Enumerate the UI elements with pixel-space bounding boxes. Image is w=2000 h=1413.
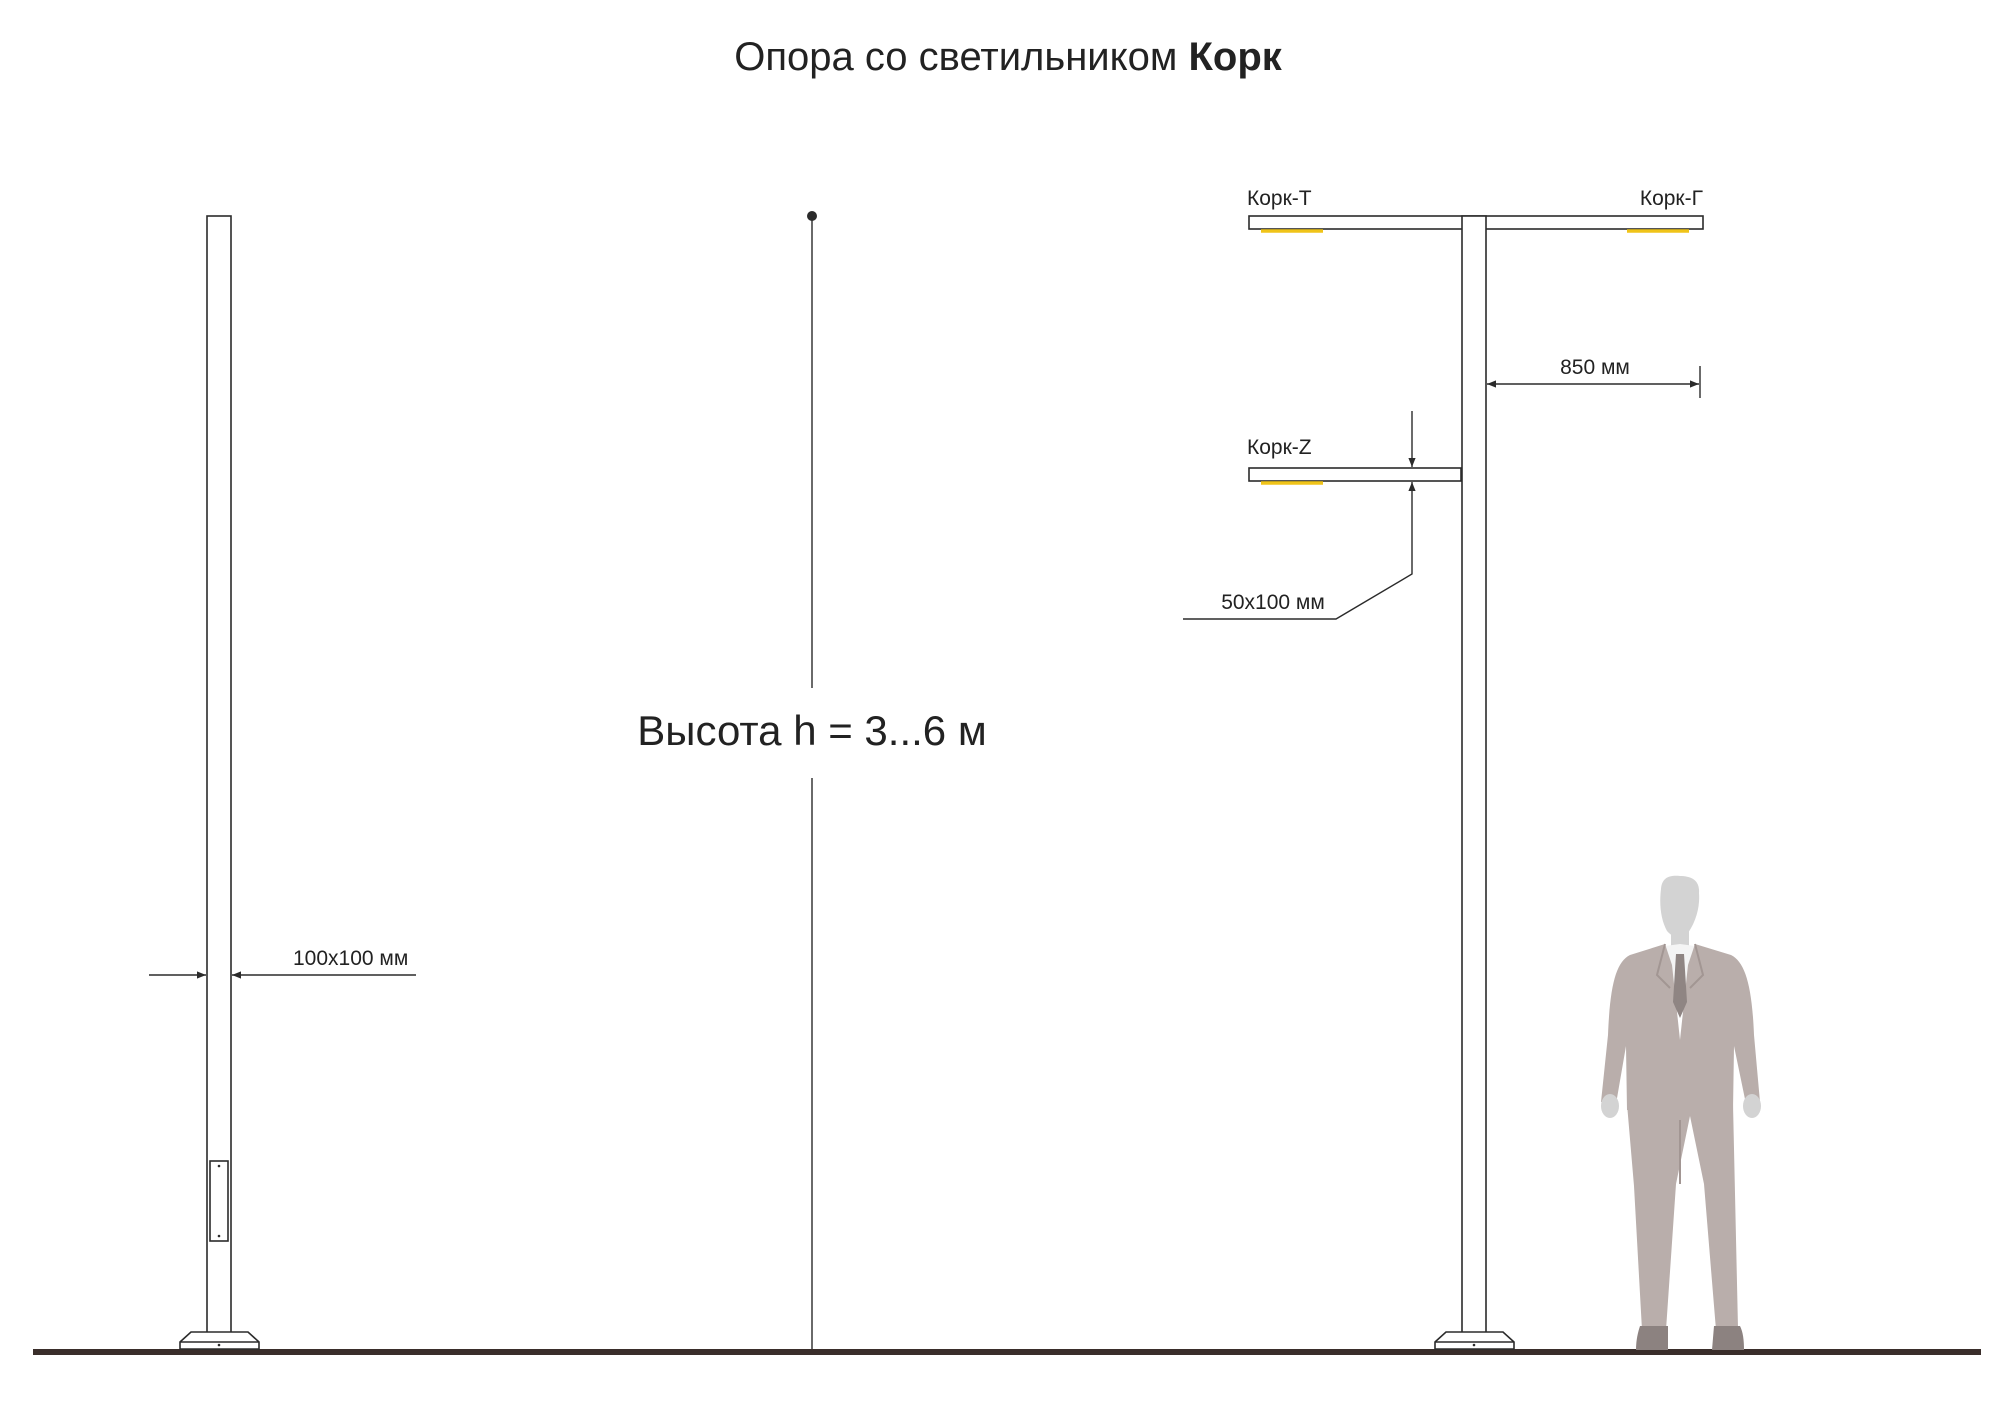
title-product: Корк xyxy=(1188,35,1282,79)
pole-base xyxy=(179,1331,260,1350)
middle-arm xyxy=(1248,467,1462,482)
height-indicator: Высота h = 3...6 м xyxy=(637,211,987,1349)
ground-line xyxy=(33,1349,1981,1355)
plain-pole xyxy=(179,215,260,1350)
title-prefix: Опора со светильником xyxy=(734,35,1188,79)
fixture-label-z: Корк-Z xyxy=(1247,436,1312,459)
page-title: Опора со светильником Корк xyxy=(734,35,1283,79)
arm-length-label: 850 мм xyxy=(1560,356,1630,379)
fixture-label-g: Корк-Г xyxy=(1640,187,1703,210)
arm-section-dimension: 50x100 мм xyxy=(1183,411,1416,620)
height-label: Высота h = 3...6 м xyxy=(637,707,986,754)
pole-section-dimension: 100x100 мм xyxy=(149,947,416,979)
arm-section-label: 50x100 мм xyxy=(1221,591,1325,614)
fixture-label-t: Корк-Т xyxy=(1247,187,1312,210)
human-scale-figure xyxy=(1601,875,1761,1350)
pole-section-label: 100x100 мм xyxy=(293,947,408,970)
arm-length-dimension: 850 мм xyxy=(1487,356,1701,398)
pole-base xyxy=(1434,1331,1515,1350)
service-hatch xyxy=(209,1160,229,1242)
lamp-pole xyxy=(1248,215,1704,1350)
